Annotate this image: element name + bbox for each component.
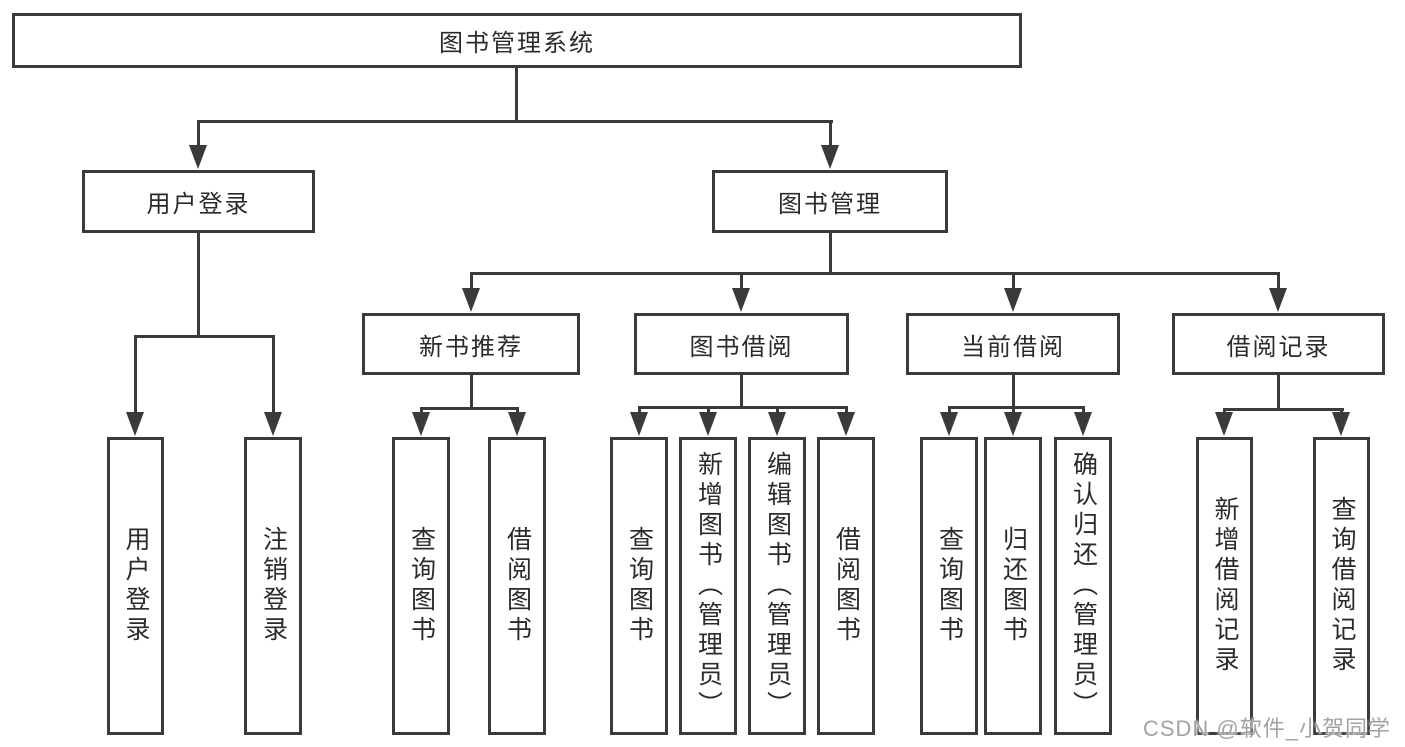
connector-current-bar [948, 406, 1085, 409]
leaf-query-book-recommend: 查询图书 [392, 437, 450, 735]
connector-records-drop-1 [1223, 408, 1226, 414]
leaf-query-book-current: 查询图书 [920, 437, 978, 735]
leaf-query-book-recommend-label: 查询图书 [407, 526, 436, 646]
connector-newrec-stem [470, 375, 473, 407]
node-new-book-recommend: 新书推荐 [362, 313, 580, 375]
node-borrow-records: 借阅记录 [1172, 313, 1385, 375]
leaf-query-book-borrow: 查询图书 [610, 437, 668, 735]
connector-current-stem [1012, 375, 1015, 406]
leaf-return-book: 归还图书 [984, 437, 1042, 735]
connector-bookmgmt-drop-4 [1277, 272, 1280, 290]
connector-newrec-bar [420, 407, 519, 410]
leaf-borrow-book-recommend-label: 借阅图书 [503, 526, 532, 646]
leaf-return-book-label: 归还图书 [999, 526, 1028, 646]
leaf-add-book-admin-label: 新增图书（管理员） [694, 451, 723, 721]
arrow-down-icon [508, 412, 526, 436]
leaf-borrow-book-recommend: 借阅图书 [488, 437, 546, 735]
connector-bookmgmt-drop-2 [740, 272, 743, 290]
connector-current-drop-1 [948, 406, 951, 414]
connector-bookmgmt-stem [829, 232, 832, 272]
watermark: CSDN @软件_小贺同学 [1142, 716, 1391, 741]
arrow-down-icon [462, 288, 480, 312]
arrow-down-icon [1004, 412, 1022, 436]
connector-borrow-drop-1 [638, 406, 641, 414]
leaf-edit-book-admin-label: 编辑图书（管理员） [763, 451, 792, 721]
connector-root-stem [515, 68, 518, 120]
connector-borrow-drop-3 [776, 406, 779, 414]
connector-userlogin-bar [134, 335, 275, 338]
node-borrow-records-label: 借阅记录 [1226, 333, 1331, 361]
arrow-down-icon [821, 145, 839, 169]
leaf-logout: 注销登录 [244, 437, 302, 735]
leaf-borrow-book: 借阅图书 [817, 437, 875, 735]
node-book-borrow: 图书借阅 [634, 313, 849, 375]
node-current-borrow: 当前借阅 [906, 313, 1120, 375]
connector-records-stem [1277, 375, 1280, 408]
leaf-user-login-label: 用户登录 [122, 526, 150, 646]
node-user-login-label: 用户登录 [146, 191, 251, 218]
node-root: 图书管理系统 [12, 13, 1022, 68]
arrow-down-icon [189, 145, 207, 169]
leaf-user-login: 用户登录 [107, 437, 164, 735]
leaf-query-borrow-record-label: 查询借阅记录 [1328, 496, 1356, 676]
arrow-down-icon [768, 412, 786, 436]
leaf-query-book-current-label: 查询图书 [935, 526, 964, 646]
connector-userlogin-drop-1 [134, 335, 137, 414]
node-new-book-recommend-label: 新书推荐 [419, 333, 523, 361]
arrow-down-icon [1215, 412, 1233, 436]
arrow-down-icon [837, 412, 855, 436]
leaf-add-book-admin: 新增图书（管理员） [679, 437, 737, 735]
connector-userlogin-stem [197, 233, 200, 335]
leaf-logout-label: 注销登录 [259, 526, 288, 646]
connector-borrow-drop-4 [845, 406, 848, 414]
node-book-management: 图书管理 [712, 170, 948, 233]
arrow-down-icon [264, 412, 282, 436]
connector-newrec-drop-1 [420, 407, 423, 414]
node-current-borrow-label: 当前借阅 [961, 333, 1065, 361]
leaf-borrow-book-label: 借阅图书 [832, 526, 861, 646]
leaf-query-book-borrow-label: 查询图书 [625, 526, 654, 646]
arrow-down-icon [1269, 288, 1287, 312]
connector-root-drop-left [197, 120, 200, 147]
arrow-down-icon [1332, 412, 1350, 436]
arrow-down-icon [699, 412, 717, 436]
connector-borrow-bar [638, 406, 848, 409]
connector-userlogin-drop-2 [272, 335, 275, 414]
connector-bookmgmt-drop-1 [470, 272, 473, 290]
leaf-confirm-return-admin-label: 确认归还（管理员） [1069, 451, 1098, 721]
connector-borrow-drop-2 [707, 406, 710, 414]
node-book-borrow-label: 图书借阅 [689, 333, 794, 361]
connector-records-bar [1223, 408, 1344, 411]
connector-current-drop-2 [1012, 406, 1015, 414]
arrow-down-icon [940, 412, 958, 436]
connector-current-drop-3 [1082, 406, 1085, 414]
leaf-query-borrow-record: 查询借阅记录 [1313, 437, 1370, 735]
leaf-edit-book-admin: 编辑图书（管理员） [748, 437, 806, 735]
arrow-down-icon [732, 288, 750, 312]
connector-records-drop-2 [1340, 408, 1343, 414]
connector-root-drop-right [829, 120, 832, 147]
arrow-down-icon [630, 412, 648, 436]
arrow-down-icon [1004, 288, 1022, 312]
node-user-login: 用户登录 [82, 170, 315, 233]
arrow-down-icon [1074, 412, 1092, 436]
leaf-add-borrow-record-label: 新增借阅记录 [1211, 496, 1239, 676]
arrow-down-icon [126, 412, 144, 436]
connector-root-bar [197, 120, 833, 123]
leaf-confirm-return-admin: 确认归还（管理员） [1054, 437, 1112, 735]
leaf-add-borrow-record: 新增借阅记录 [1196, 437, 1253, 735]
node-book-management-label: 图书管理 [778, 191, 882, 218]
arrow-down-icon [412, 412, 430, 436]
connector-borrow-stem [740, 375, 743, 406]
connector-bookmgmt-drop-3 [1012, 272, 1015, 290]
connector-bookmgmt-bar [470, 272, 1280, 275]
connector-newrec-drop-2 [516, 407, 519, 414]
node-root-label: 图书管理系统 [439, 30, 595, 57]
